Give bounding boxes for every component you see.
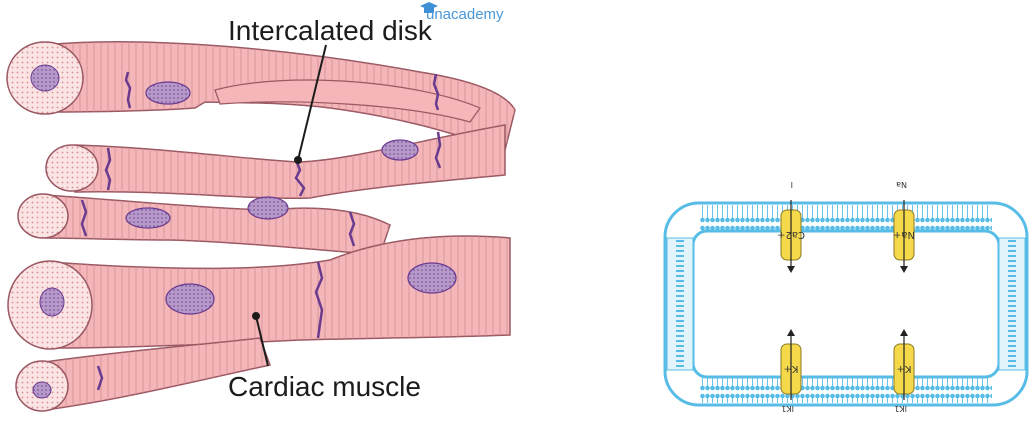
intercalated-disk-label: Intercalated disk bbox=[228, 15, 433, 46]
cardiac-muscle-dot bbox=[252, 312, 260, 320]
membrane-bottom bbox=[700, 377, 992, 403]
muscle-fiber-second bbox=[75, 125, 505, 198]
membrane-top bbox=[700, 205, 992, 231]
intercalated-disk-dot bbox=[294, 156, 302, 164]
channel-top-label: I bbox=[791, 180, 793, 189]
cardiac-muscle-label: Cardiac muscle bbox=[228, 371, 421, 402]
membrane-right bbox=[999, 238, 1025, 370]
channel-bottom-label: IK1 bbox=[894, 404, 907, 413]
watermark: unacademy bbox=[420, 2, 504, 23]
channel-top-label: Na bbox=[896, 180, 907, 189]
muscle-fiber-top bbox=[45, 42, 515, 150]
cardiac-muscle-illustration: Intercalated disk Cardiac muscle bbox=[7, 15, 515, 411]
watermark-logo-text: unacademy bbox=[426, 6, 504, 23]
membrane-left bbox=[667, 238, 693, 370]
sodium-channel: Na+ Na bbox=[893, 180, 915, 273]
cell-membrane-diagram: Ca2+ I Na+ Na K+ IK1 K+ IK1 bbox=[665, 180, 1027, 413]
calcium-channel: Ca2+ I bbox=[777, 180, 805, 273]
muscle-fiber-third bbox=[45, 195, 390, 255]
channel-bottom-label: IK1 bbox=[781, 404, 794, 413]
